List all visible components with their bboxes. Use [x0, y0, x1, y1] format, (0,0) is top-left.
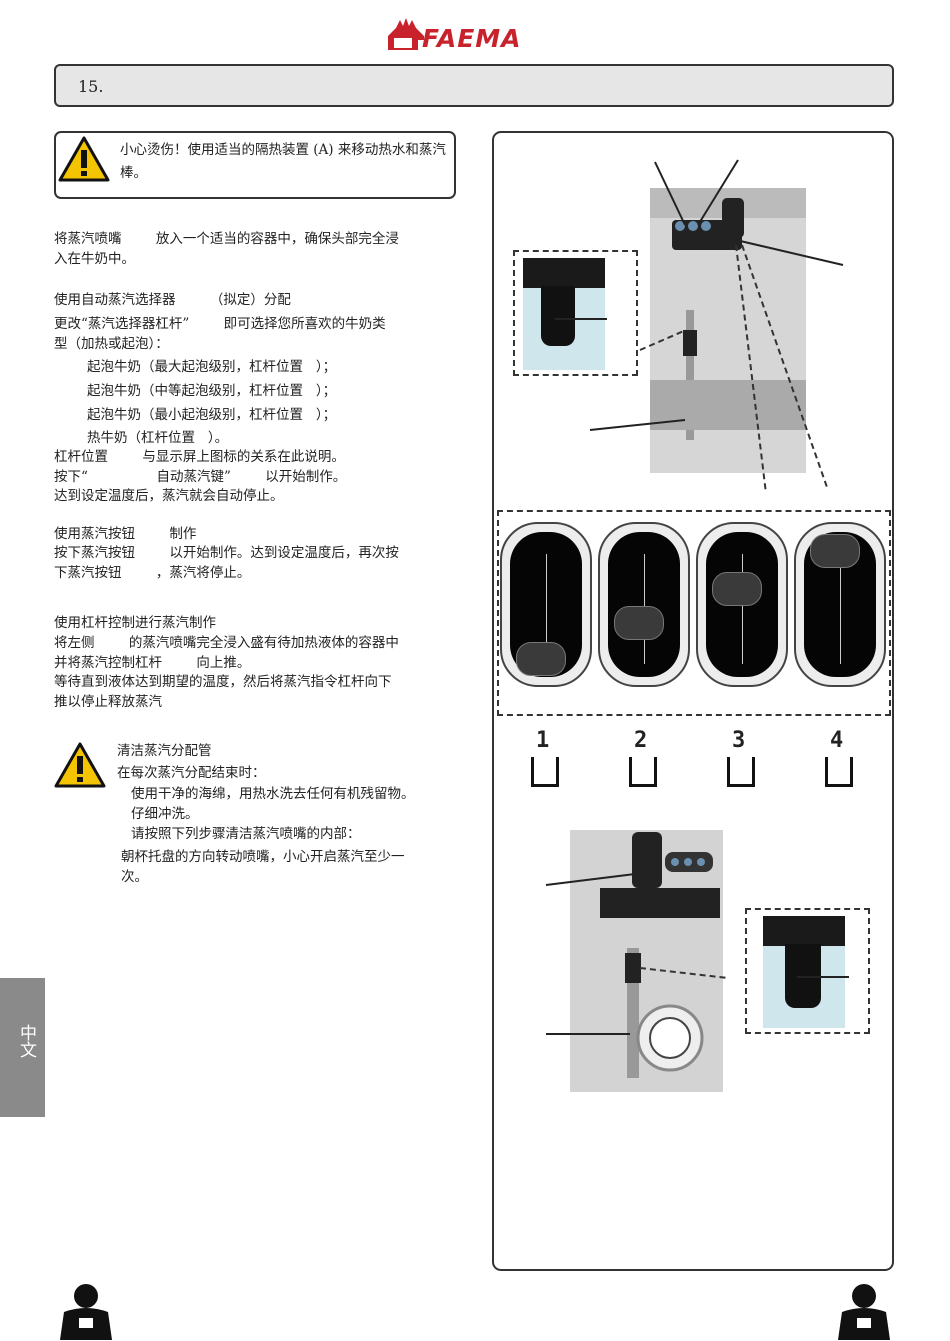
- lever-control-paragraph: 将左侧 的蒸汽喷嘴完全浸入盛有待加热液体的容器中 并将蒸汽控制杠杆 向上推。 等…: [54, 635, 399, 710]
- faema-logo: FAEMA: [386, 14, 566, 54]
- machine-cleaning-illustration: [545, 830, 729, 1092]
- cleaning-step: 使用干净的海绵，用热水洗去任何有机残留物。 仔细冲洗。: [131, 786, 415, 822]
- selector-paragraph: 更改“蒸汽选择器杠杆” 即可选择您所喜欢的牛奶类 型（加热或起泡）：: [54, 316, 386, 352]
- brand-name: FAEMA: [422, 24, 522, 53]
- list-item: 起泡牛奶（中等起泡级别，杠杆位置 ）；: [87, 383, 337, 399]
- lever-positions-panel: [497, 510, 891, 716]
- machine-steam-illustration: [589, 159, 844, 490]
- lever-position-2: [598, 522, 690, 687]
- auto-steam-title: 使用自动蒸汽选择器 （拟定）分配: [54, 292, 291, 308]
- cup-number: 1: [536, 728, 550, 753]
- list-item: 热牛奶（杠杆位置 ）。: [87, 430, 229, 446]
- figure-frame: [492, 131, 894, 1271]
- lever-position-3: [696, 522, 788, 687]
- steam-button-paragraph: 按下蒸汽按钮 以开始制作。达到设定温度后，再次按 下蒸汽按钮 ，蒸汽将停止。: [54, 545, 399, 581]
- warning-text: 小心烫伤！使用适当的隔热装置 (A) 来移动热水和蒸汽棒。: [120, 142, 446, 181]
- cup-number: 4: [830, 728, 844, 753]
- cleaning-step: 请按照下列步骤清洁蒸汽喷嘴的内部：: [131, 826, 361, 842]
- list-item: 起泡牛奶（最大起泡级别，杠杆位置 ）；: [87, 359, 337, 375]
- zoom-inset: [513, 250, 638, 376]
- cup-icon: [531, 757, 559, 787]
- cup-foam-icon: [825, 757, 853, 787]
- cleaning-title: 清洁蒸汽分配管: [117, 743, 212, 759]
- warning-icon: [58, 136, 110, 182]
- warning-icon: [54, 742, 106, 788]
- cup-foam-icon: [629, 757, 657, 787]
- paragraph-insert-nozzle: 将蒸汽喷嘴 放入一个适当的容器中，确保头部完全浸 入在牛奶中。: [54, 231, 399, 267]
- section-header: 15.: [54, 64, 894, 107]
- barista-icon: [838, 1284, 890, 1340]
- cup-number: 2: [634, 728, 648, 753]
- cleaning-step: 朝杯托盘的方向转动喷嘴，小心开启蒸汽至少一 次。: [121, 849, 405, 885]
- zoom-inset: [745, 908, 870, 1034]
- language-label: 中文: [16, 1024, 36, 1058]
- cup-number: 3: [732, 728, 746, 753]
- list-item: 起泡牛奶（最小起泡级别，杠杆位置 ）；: [87, 407, 337, 423]
- crown-icon: [388, 18, 424, 50]
- language-tab: 中文: [0, 978, 45, 1117]
- lever-control-title: 使用杠杆控制进行蒸汽制作: [54, 615, 216, 631]
- warning-box: 小心烫伤！使用适当的隔热装置 (A) 来移动热水和蒸汽棒。: [54, 131, 456, 199]
- lever-relation-paragraph: 杠杆位置 与显示屏上图标的关系在此说明。 按下“ 自动蒸汽键” 以开始制作。 达…: [54, 449, 347, 504]
- cup-foam-icon: [727, 757, 755, 787]
- steam-button-title: 使用蒸汽按钮 制作: [54, 526, 197, 542]
- lever-position-1: [500, 522, 592, 687]
- barista-icon: [60, 1284, 112, 1340]
- section-number: 15.: [78, 77, 104, 96]
- lever-position-4: [794, 522, 886, 687]
- cleaning-intro: 在每次蒸汽分配结束时：: [117, 765, 266, 781]
